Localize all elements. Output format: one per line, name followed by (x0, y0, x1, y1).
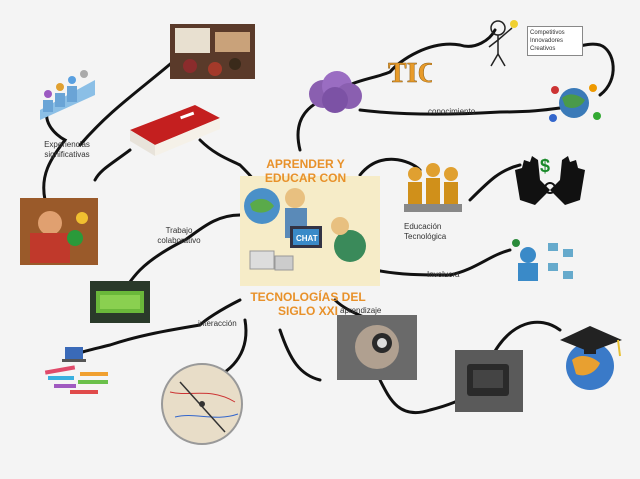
classroom-photo (170, 24, 255, 79)
educacion-tecnologica-label: Educación Tecnológica (404, 222, 447, 241)
link-involucra (373, 248, 512, 277)
tic-logo-text: TIC (388, 58, 432, 89)
tic-logo: TIC (384, 52, 438, 90)
keyboard-hands-photo (90, 281, 150, 323)
link-bottom-mid (278, 328, 322, 382)
network-user-icon (512, 239, 573, 281)
stair-people-image (40, 70, 95, 120)
globe-network-image (549, 84, 601, 122)
red-book-image (130, 105, 220, 156)
aprendizaje-label: aprendizaje (340, 306, 382, 315)
graduation-globe-icon (560, 326, 622, 390)
trabajo-colaborativo-label: Trabajo colaborativo (157, 226, 201, 245)
link-grad (488, 320, 562, 362)
interaccion-label: interacción (198, 319, 237, 328)
laptop-tags-icon (44, 347, 108, 394)
svg-text:$: $ (540, 156, 550, 176)
center-title-bottom: TECNOLOGÍAS DEL SIGLO XXI (250, 290, 366, 318)
compass-map-image (161, 363, 243, 445)
conocimiento-label: conocimiento (428, 107, 476, 116)
stick-figure-image (488, 20, 518, 67)
keyboard-key-photo (455, 350, 523, 412)
center-title-top: APRENDER Y EDUCAR CON (264, 157, 347, 185)
center-screen-text: CHAT (296, 234, 318, 243)
child-painting-photo (20, 198, 98, 265)
link-right-mid (468, 163, 522, 202)
purple-cloud-image (309, 71, 362, 113)
involucra-label: Involucra (427, 270, 460, 279)
link-book-left (93, 148, 132, 182)
competencias-label: Competitivos Innovadores Creativos (527, 26, 583, 56)
link-experiencias (42, 103, 68, 202)
link-conocimiento (358, 106, 562, 116)
center-image: CHAT (240, 176, 380, 286)
experiencias-label: Experiencias significativas (44, 140, 90, 159)
team-people-image (404, 163, 462, 212)
head-tech-photo (337, 315, 417, 380)
hands-money-icon: $ (515, 156, 585, 205)
link-interaccion (73, 298, 242, 357)
